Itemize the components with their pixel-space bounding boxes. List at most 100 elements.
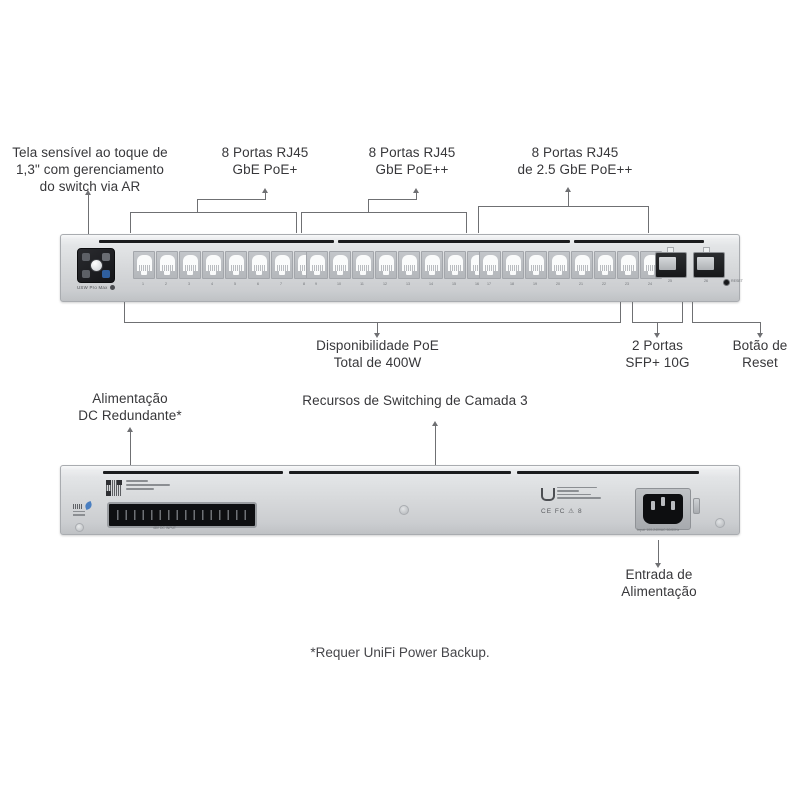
callout-poe-budget: Disponibilidade PoE Total de 400W (316, 338, 439, 370)
rj45-port[interactable] (156, 251, 178, 279)
iec-power-inlet[interactable] (635, 488, 691, 530)
rj45-port[interactable] (352, 251, 374, 279)
bracket-g3-top (478, 206, 648, 207)
rj45-port[interactable] (617, 251, 639, 279)
front-bezel (61, 235, 739, 240)
rj45-port[interactable] (548, 251, 570, 279)
bracket-g1-stub-drop (197, 199, 198, 213)
info-icon (82, 270, 90, 278)
sfp-bracket-left (632, 302, 633, 323)
bracket-g1-left (130, 212, 131, 233)
callout-sfp: 2 Portas SFP+ 10G (625, 338, 690, 370)
port-number-label: 16 (475, 282, 479, 286)
callout-ports-group-1: 8 Portas RJ45 GbE PoE+ (221, 145, 309, 177)
port-number-label: 13 (406, 282, 410, 286)
rj45-port[interactable] (225, 251, 247, 279)
leader-g3-arrow (564, 187, 571, 192)
touchscreen-display[interactable] (77, 248, 115, 283)
rj45-port[interactable] (133, 251, 155, 279)
bracket-g2-stub (368, 199, 416, 200)
leader-sfp (657, 322, 658, 334)
rj45-port[interactable] (444, 251, 466, 279)
port-number-label: 3 (188, 282, 190, 286)
port-number-label: 1 (142, 282, 144, 286)
sfp-port-bank (655, 252, 725, 278)
leader-g2-arrow (412, 188, 419, 193)
port-number-label: 6 (257, 282, 259, 286)
front-vent-strip-2 (338, 240, 570, 243)
leader-reset (760, 322, 761, 334)
network-icon (102, 270, 110, 278)
rj45-port[interactable] (329, 251, 351, 279)
rear-vent-strip-1 (103, 471, 283, 474)
leader-dc-power (130, 430, 131, 465)
rj45-port[interactable] (248, 251, 270, 279)
footnote: *Requer UniFi Power Backup. (310, 645, 490, 660)
rj45-port[interactable] (271, 251, 293, 279)
dc-port-label: 48V DC INPUT (153, 526, 176, 530)
bracket-g2-right (466, 212, 467, 233)
leader-power-inlet (658, 540, 659, 564)
leader-poe-arrow (373, 333, 380, 338)
port-number-label: 8 (303, 282, 305, 286)
port-number-label: 24 (648, 282, 652, 286)
leader-g1 (265, 192, 266, 200)
leader-g2 (416, 192, 417, 200)
switch-rear-panel: 48V DC INPUT CE FC ⚠ 8 Input: 100-240VAC… (60, 465, 740, 535)
leader-dc-power-arrow (126, 427, 133, 432)
recycle-icon (84, 501, 93, 510)
port-number-label: 7 (280, 282, 282, 286)
rear-screw-right (715, 518, 725, 528)
sfp-plus-port[interactable] (655, 252, 687, 278)
leader-poe (377, 322, 378, 334)
leader-power-inlet-arrow (654, 563, 661, 568)
rj45-port[interactable] (571, 251, 593, 279)
front-vent-strip-1 (99, 240, 334, 243)
rj45-port[interactable] (479, 251, 501, 279)
poe-bracket-right (620, 302, 621, 323)
leader-touchscreen (88, 192, 89, 234)
switch-front-panel: USW Pro Max (60, 234, 743, 302)
port-number-label: 21 (579, 282, 583, 286)
callout-touchscreen: Tela sensível ao toque de 1,3" com geren… (12, 145, 168, 194)
reset-bracket-bottom (692, 322, 761, 323)
rj45-port[interactable] (594, 251, 616, 279)
rj45-port[interactable] (202, 251, 224, 279)
bracket-g1-top (130, 212, 297, 213)
lock-icon (102, 253, 110, 261)
sfp-plus-port[interactable] (693, 252, 725, 278)
callout-dc-power: Alimentação DC Redundante* (78, 391, 182, 423)
navigation-knob[interactable] (90, 260, 102, 271)
rear-bezel (61, 466, 739, 471)
port-bank-group-2 (306, 251, 489, 283)
port-number-label: 12 (383, 282, 387, 286)
rj45-port[interactable] (502, 251, 524, 279)
power-inlet-label: Input: 100-240VAC 50/60Hz (637, 528, 680, 532)
rj45-port[interactable] (306, 251, 328, 279)
rj45-port[interactable] (525, 251, 547, 279)
reset-button[interactable] (723, 279, 730, 286)
rj45-port[interactable] (398, 251, 420, 279)
dc-power-connector[interactable] (107, 502, 257, 528)
poe-bracket-bottom (124, 322, 621, 323)
bracket-g3-right (648, 206, 649, 233)
port-number-label: 10 (337, 282, 341, 286)
sfp-number-label: 26 (704, 279, 708, 283)
rear-screw-middle (399, 505, 409, 515)
callout-layer3: Recursos de Switching de Camada 3 (302, 393, 528, 408)
callout-reset: Botão de Reset (732, 338, 788, 370)
rj45-port[interactable] (375, 251, 397, 279)
rear-spec-text (557, 487, 605, 501)
leader-g3 (568, 190, 569, 207)
poe-bracket-left (124, 302, 125, 323)
port-number-label: 2 (165, 282, 167, 286)
power-cord-clip (693, 498, 700, 514)
port-number-label: 20 (556, 282, 560, 286)
rj45-port[interactable] (421, 251, 443, 279)
reset-button-label: RESET (731, 279, 743, 283)
qr-code-icon (106, 480, 122, 496)
port-number-label: 19 (533, 282, 537, 286)
leader-layer3 (435, 424, 436, 465)
rj45-port[interactable] (179, 251, 201, 279)
